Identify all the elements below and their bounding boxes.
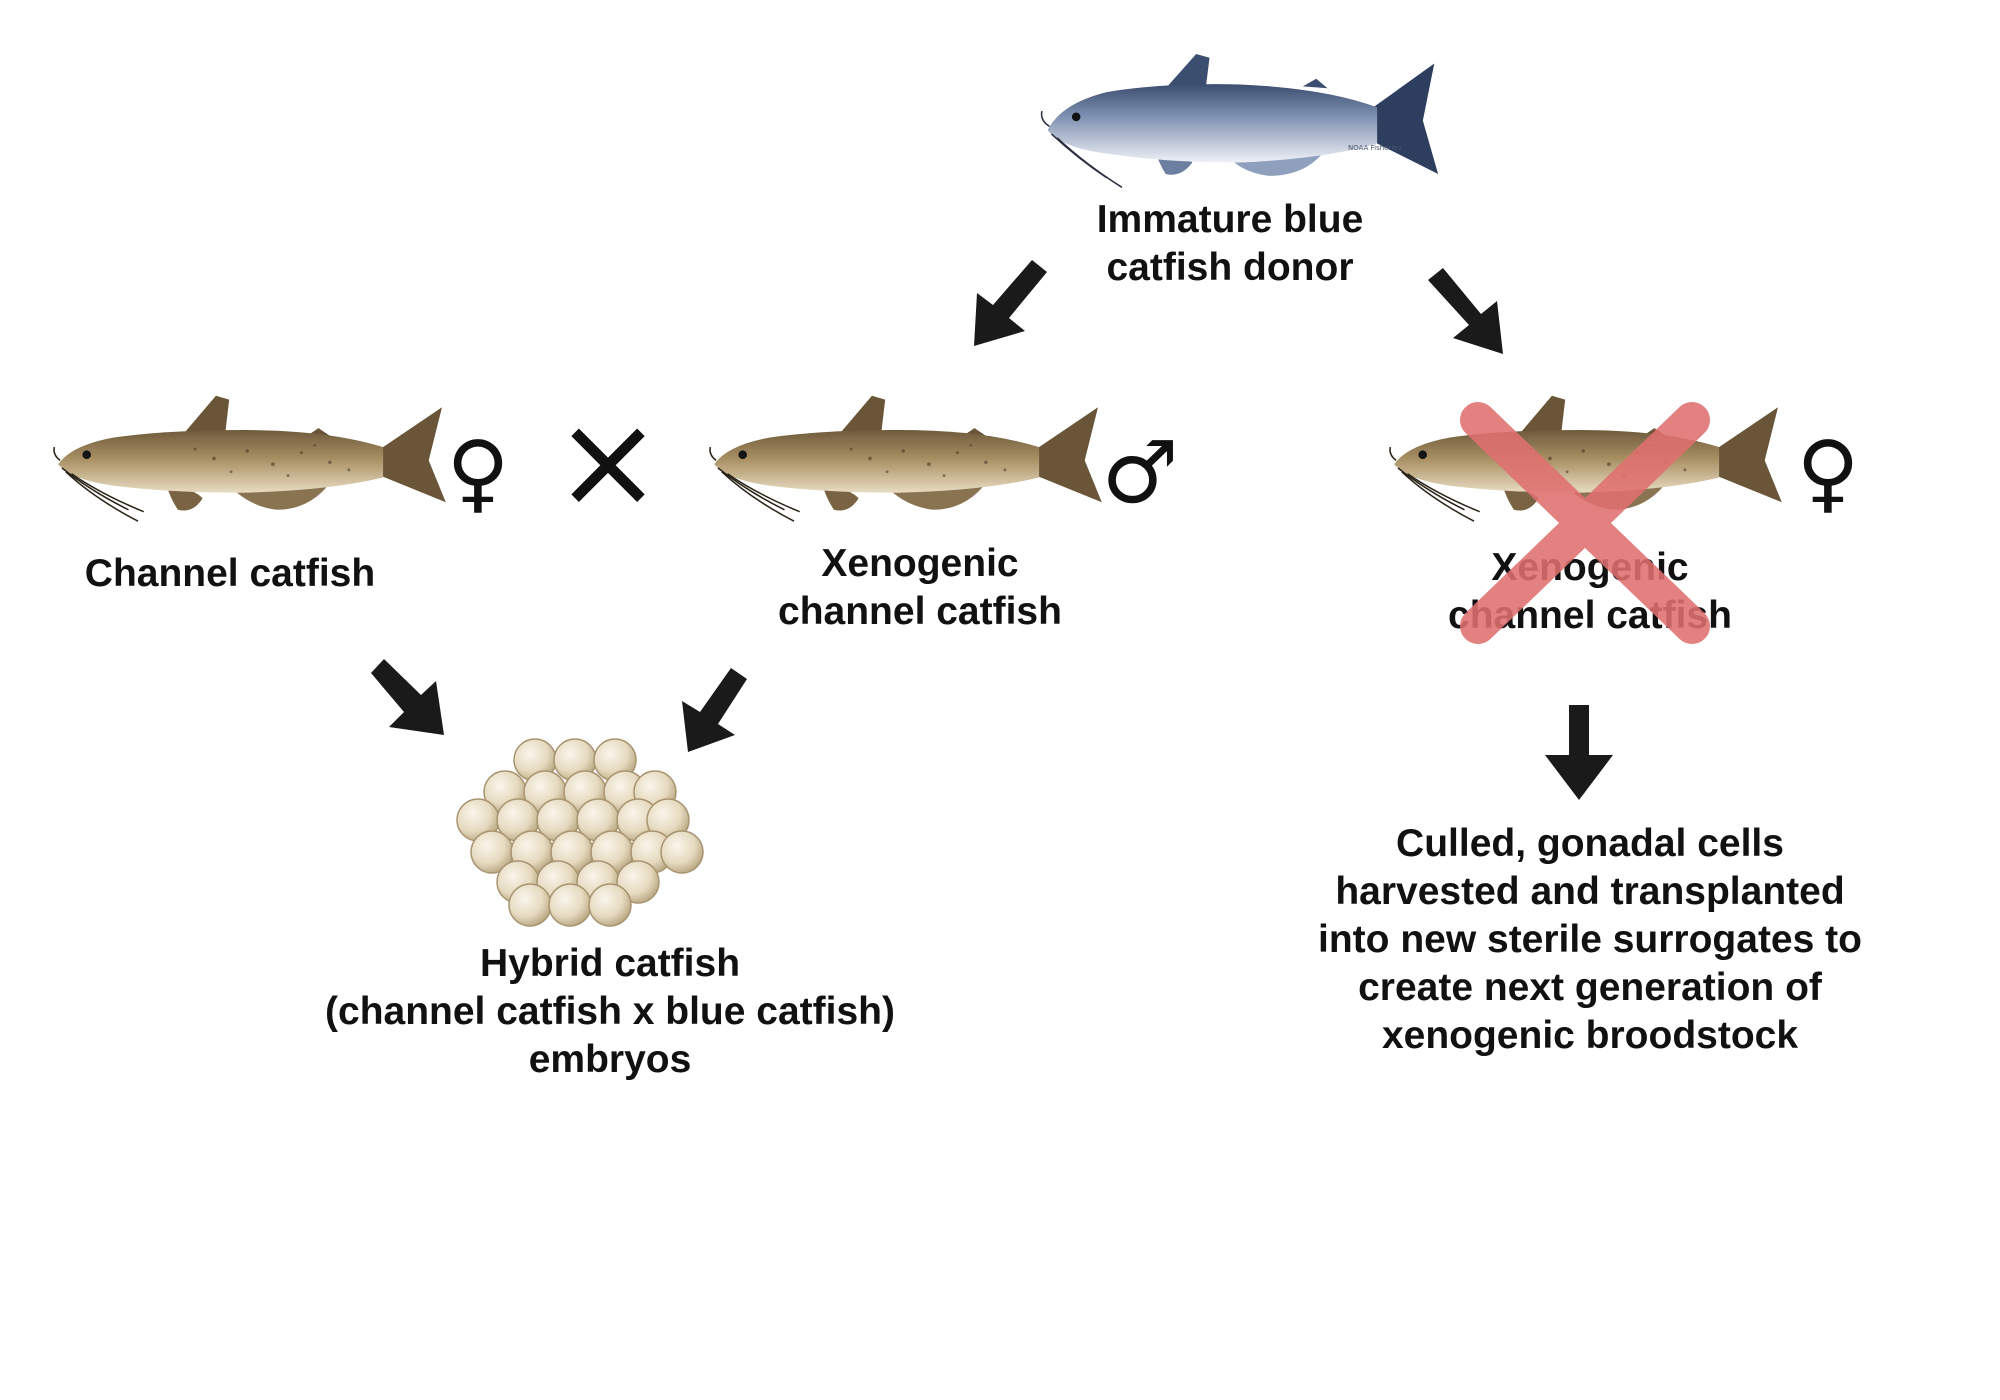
egg	[660, 830, 704, 874]
xenogenic-female-catfish-illustration	[1389, 395, 1783, 522]
cross-symbol-icon: ×	[554, 385, 663, 537]
egg	[548, 883, 592, 927]
label-donor: Immature blue catfish donor	[1096, 198, 1364, 289]
blue-catfish-illustration	[1040, 53, 1439, 189]
egg	[508, 883, 552, 927]
arrow-icon	[1428, 268, 1503, 354]
channel-catfish-female-illustration	[53, 395, 447, 522]
label-outcome: Culled, gonadal cells harvested and tran…	[1318, 822, 1862, 1057]
label-channel-female: Channel catfish	[84, 552, 376, 595]
male-symbol-icon: ♂	[1101, 423, 1178, 523]
egg	[588, 883, 632, 927]
xenogenic-male-catfish-illustration	[709, 395, 1103, 522]
arrow-icon	[371, 659, 444, 735]
female-symbol-icon: ♀	[1797, 423, 1860, 523]
label-xenogenic-female: Xenogenic channel catfish	[1448, 546, 1732, 637]
label-xenogenic-male: Xenogenic channel catfish	[778, 542, 1062, 633]
egg-cluster-illustration	[456, 738, 704, 927]
female-symbol-icon: ♀	[447, 423, 510, 523]
edge-arrows	[371, 260, 1613, 800]
arrow-icon	[974, 260, 1047, 346]
image-credit: NOAA Fisheries	[1348, 144, 1402, 152]
arrow-icon	[1545, 705, 1613, 800]
label-embryos: Hybrid catfish (channel catfish x blue c…	[325, 942, 895, 1081]
arrow-icon	[682, 668, 747, 752]
